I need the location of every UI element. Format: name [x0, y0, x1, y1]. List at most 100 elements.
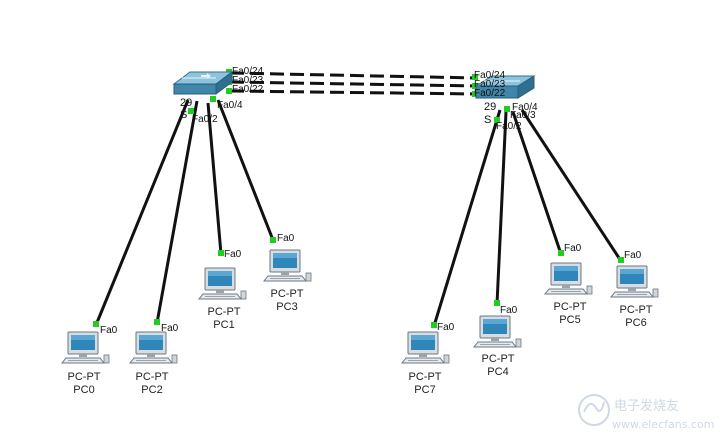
port-label-right-fa23: Fa0/23 [474, 79, 506, 90]
port-label-left-fa22: Fa0/22 [232, 84, 264, 95]
trunk-port-labels: Fa0/24 Fa0/23 Fa0/22 Fa0/24 Fa0/23 Fa0/2… [232, 66, 506, 99]
status-dot [472, 83, 478, 89]
switch-left-front [173, 83, 217, 95]
access-links-left [94, 99, 275, 326]
link-pc6[interactable] [520, 109, 623, 262]
status-dot [218, 250, 224, 256]
pc1-name: PC1 [213, 319, 234, 331]
pc-icon [129, 331, 178, 364]
pc0-type: PC-PT [68, 371, 101, 383]
link-pc5[interactable] [511, 111, 563, 255]
pc0[interactable]: PC-PT PC0 [61, 331, 110, 396]
pc3[interactable]: PC-PT PC3 [263, 249, 312, 313]
pc6-port-label: Fa0 [624, 250, 642, 261]
switch-left-model: 29 [180, 97, 192, 109]
watermark-logo-icon [578, 394, 610, 426]
pc1[interactable]: PC-PT PC1 [198, 267, 247, 331]
pc-icon [610, 265, 659, 298]
link-pc0[interactable] [94, 99, 190, 326]
pc3-type: PC-PT [271, 288, 304, 300]
link-pc3[interactable] [216, 99, 275, 241]
status-dot [618, 257, 624, 263]
pc7-type: PC-PT [409, 371, 442, 383]
link-pc1[interactable] [206, 102, 223, 255]
pc7-name: PC7 [414, 384, 435, 396]
switch-right-name: S [484, 114, 491, 126]
pc-icon [473, 315, 522, 348]
watermark-title: 电子发烧友 [614, 398, 679, 414]
switch-left-name: S [180, 109, 187, 121]
port-label-right-fa2: Fa0/2 [496, 121, 522, 132]
pc6[interactable]: PC-PT PC6 [610, 265, 659, 329]
status-dot [154, 319, 160, 325]
status-dot [472, 91, 478, 97]
pc-icon [263, 249, 312, 282]
status-dot [210, 96, 216, 102]
status-dot [226, 88, 232, 94]
pc2-port-label: Fa0 [161, 323, 179, 334]
trunk-link-fa24[interactable] [229, 71, 479, 80]
port-label-left-fa2: Fa0/2 [192, 114, 218, 125]
pc-icon [61, 331, 110, 364]
pc5[interactable]: PC-PT PC5 [544, 262, 593, 326]
switch-left[interactable]: 29 S [172, 71, 234, 121]
pc5-port-label: Fa0 [564, 243, 582, 254]
trunk-links [229, 71, 479, 96]
pc0-port-label: Fa0 [100, 325, 118, 336]
pc4-name: PC4 [487, 366, 508, 378]
port-label-right-fa24: Fa0/24 [474, 70, 506, 81]
pc4[interactable]: PC-PT PC4 [473, 315, 522, 378]
status-dot [431, 322, 437, 328]
pc2-name: PC2 [141, 384, 162, 396]
port-label-right-fa22: Fa0/22 [474, 88, 506, 99]
status-dot [494, 300, 500, 306]
status-dot [93, 321, 99, 327]
pc-port-labels: Fa0 Fa0 Fa0 Fa0 Fa0 Fa0 Fa0 Fa0 [100, 233, 642, 336]
pc3-port-label: Fa0 [277, 233, 295, 244]
trunk-link-fa23[interactable] [229, 80, 479, 88]
pc2-type: PC-PT [136, 371, 169, 383]
pc3-name: PC3 [276, 301, 297, 313]
status-dot [270, 237, 276, 243]
pc6-name: PC6 [625, 317, 646, 329]
pc1-port-label: Fa0 [224, 249, 242, 260]
port-label-right-fa3: Fa0/3 [510, 110, 536, 121]
pc-icon [198, 267, 247, 300]
link-pc4[interactable] [495, 111, 508, 305]
watermark-domain: www.elecfans.com [612, 418, 714, 431]
pc4-port-label: Fa0 [500, 305, 518, 316]
port-label-left-fa24: Fa0/24 [232, 66, 264, 77]
pc2[interactable]: PC-PT PC2 [129, 331, 178, 396]
status-dot [494, 117, 500, 123]
switch-right-model: 29 [484, 101, 496, 113]
switch-port-labels: Fa0/4 Fa0/2 Fa0/4 Fa0/3 Fa0/2 [192, 100, 538, 132]
pc6-type: PC-PT [620, 304, 653, 316]
port-label-left-fa23: Fa0/23 [232, 75, 264, 86]
port-label-left-fa4: Fa0/4 [217, 100, 243, 111]
switch-right-side [517, 75, 535, 99]
status-dot [558, 250, 564, 256]
pc-icon [544, 262, 593, 295]
status-dot [472, 74, 478, 80]
pc7[interactable]: PC-PT PC7 [401, 331, 450, 396]
link-status-dots [93, 69, 624, 328]
link-pc7[interactable] [432, 109, 502, 327]
link-pc2[interactable] [155, 100, 199, 324]
status-dot [504, 106, 510, 112]
switch-right[interactable]: 29 S [474, 75, 536, 126]
pc1-type: PC-PT [208, 306, 241, 318]
pc7-port-label: Fa0 [437, 322, 455, 333]
pc4-type: PC-PT [482, 353, 515, 365]
switch-left-side [215, 71, 233, 95]
pc0-name: PC0 [73, 384, 94, 396]
pc5-type: PC-PT [554, 301, 587, 313]
trunk-link-fa22[interactable] [229, 89, 479, 96]
watermark: 电子发烧友 www.elecfans.com [578, 394, 714, 431]
port-label-right-fa4: Fa0/4 [512, 102, 538, 113]
pc-icon [401, 331, 450, 364]
access-links-right [432, 109, 623, 327]
status-dot [188, 108, 194, 114]
pc5-name: PC5 [559, 314, 580, 326]
